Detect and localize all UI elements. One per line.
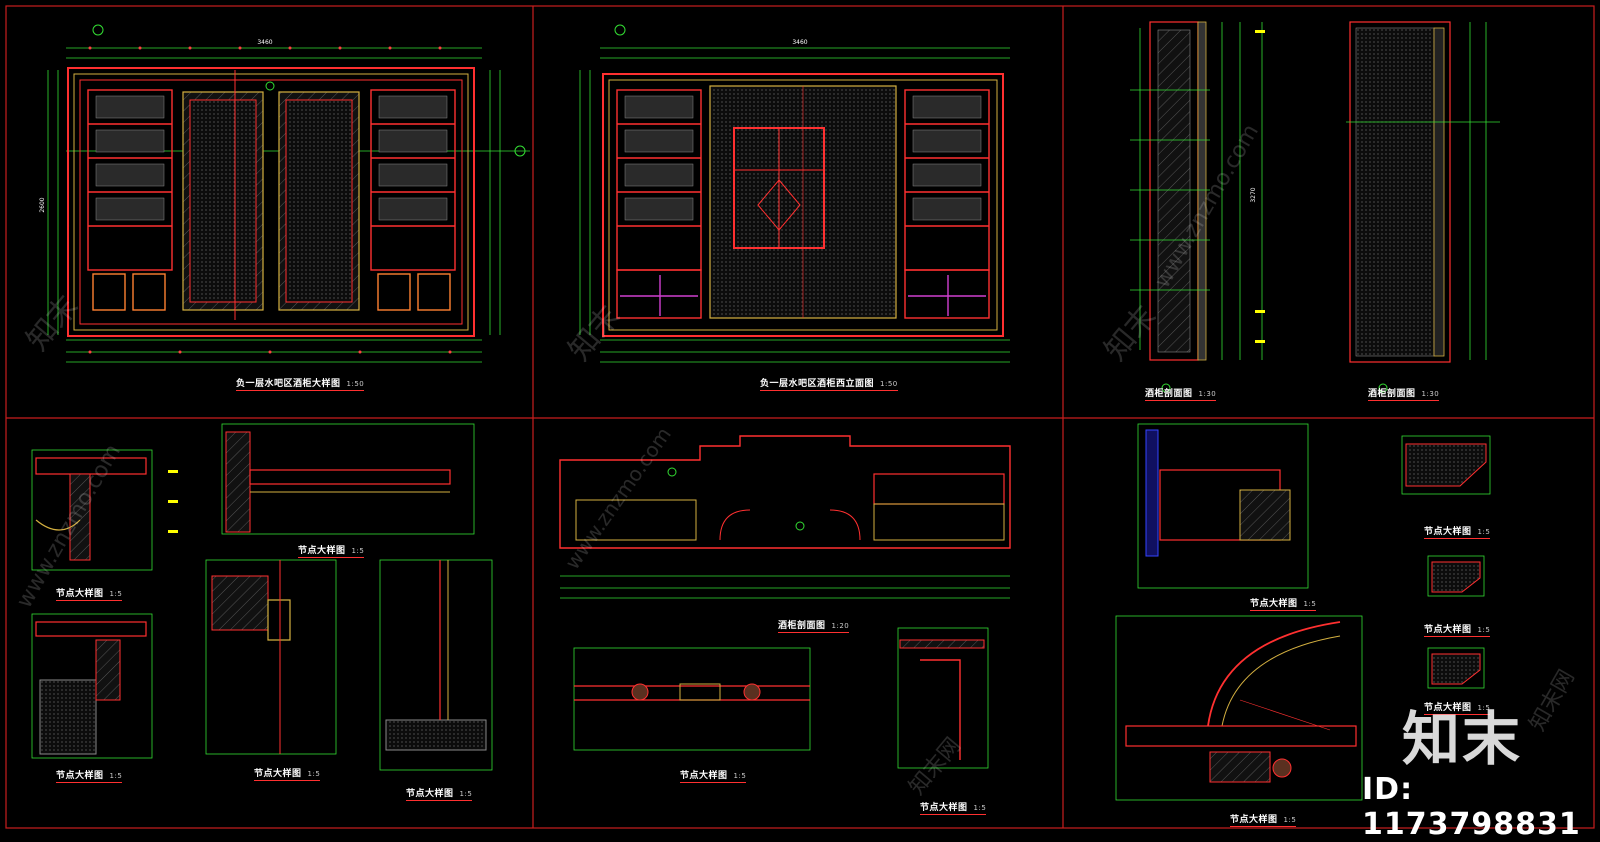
- arch-detail: [1115, 615, 1363, 801]
- panel-frames: [5, 5, 1595, 829]
- section-wine-cabinet-plan: [559, 435, 1011, 599]
- node-detail-e: [379, 559, 493, 771]
- brand-logo: 知末: [1402, 705, 1523, 773]
- node-detail-h: [1137, 423, 1309, 589]
- node-detail-c: [221, 423, 475, 535]
- dim-overall-width-1: 3460: [257, 39, 272, 46]
- elevation-wine-cabinet-west: 3460: [579, 24, 1010, 363]
- dim-height-2: 3270: [1250, 187, 1257, 202]
- section-wine-cabinet-1: 3270: [1130, 21, 1265, 393]
- node-detail-j: [1427, 555, 1485, 597]
- node-detail-k: [1427, 647, 1485, 689]
- node-detail-i: [1401, 435, 1491, 495]
- elevation-wine-cabinet: 3460 2600: [39, 24, 530, 363]
- image-id-label: ID: 1173798831: [1362, 772, 1581, 842]
- dim-height-1: 2600: [39, 197, 46, 212]
- node-detail-b: [31, 613, 153, 759]
- dim-overall-width-2: 3460: [792, 39, 807, 46]
- node-detail-a: [31, 449, 178, 571]
- node-detail-f: [573, 647, 811, 751]
- node-detail-g: [897, 627, 989, 769]
- section-wine-cabinet-2: [1346, 21, 1500, 393]
- node-detail-d: [205, 559, 337, 755]
